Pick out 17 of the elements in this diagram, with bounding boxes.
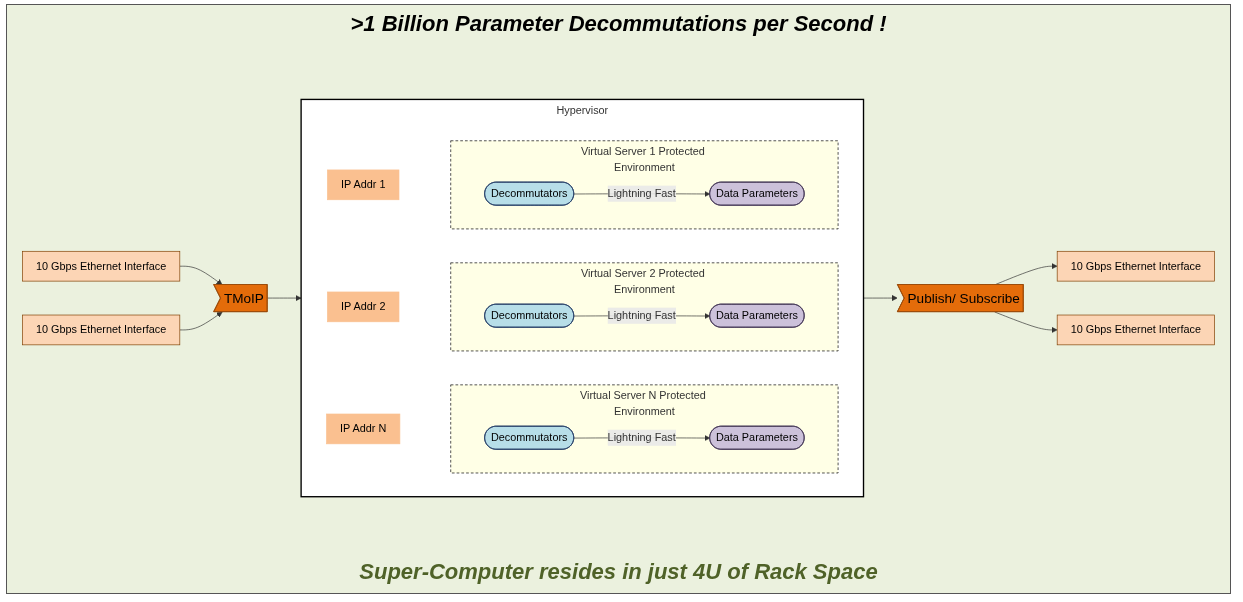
diagram-title: >1 Billion Parameter Decommutations per Second ! xyxy=(349,11,888,37)
node-box xyxy=(327,291,400,323)
edge-label: Lightning Fast xyxy=(607,187,676,200)
node-box xyxy=(1056,314,1215,346)
diagram-caption: Super-Computer resides in just 4U of Rack Space xyxy=(358,559,879,585)
cluster xyxy=(450,262,839,352)
node-box xyxy=(22,314,181,346)
diagram-drawing: Hypervisor Virtual Server 1 Protected Environment Decommutators Lightning Fast Data Parameters IP Addr 1 IP Addr 2 Virtual Server 2 Protected Environment Decommutators Lightning Fast Data Parameters IP Addr N Virtual Server N Protected Environment Decommutators Lightning Fast Data Parameters 10 Gbps Ethernet Interface 10 Gbps Ethernet Interface TMoIP Publish/ Subscribe 10 Gbps Ethernet Interface 10 Gbps Ethernet Interface xyxy=(17,93,1220,503)
cluster xyxy=(300,98,865,498)
node-box xyxy=(326,413,401,445)
edge-label: Lightning Fast xyxy=(607,431,676,444)
edge-label: Lightning Fast xyxy=(607,309,676,322)
cluster xyxy=(450,140,839,230)
node-box xyxy=(327,169,400,201)
cluster xyxy=(450,384,839,474)
node-box xyxy=(1056,250,1215,282)
node-box xyxy=(22,250,181,282)
